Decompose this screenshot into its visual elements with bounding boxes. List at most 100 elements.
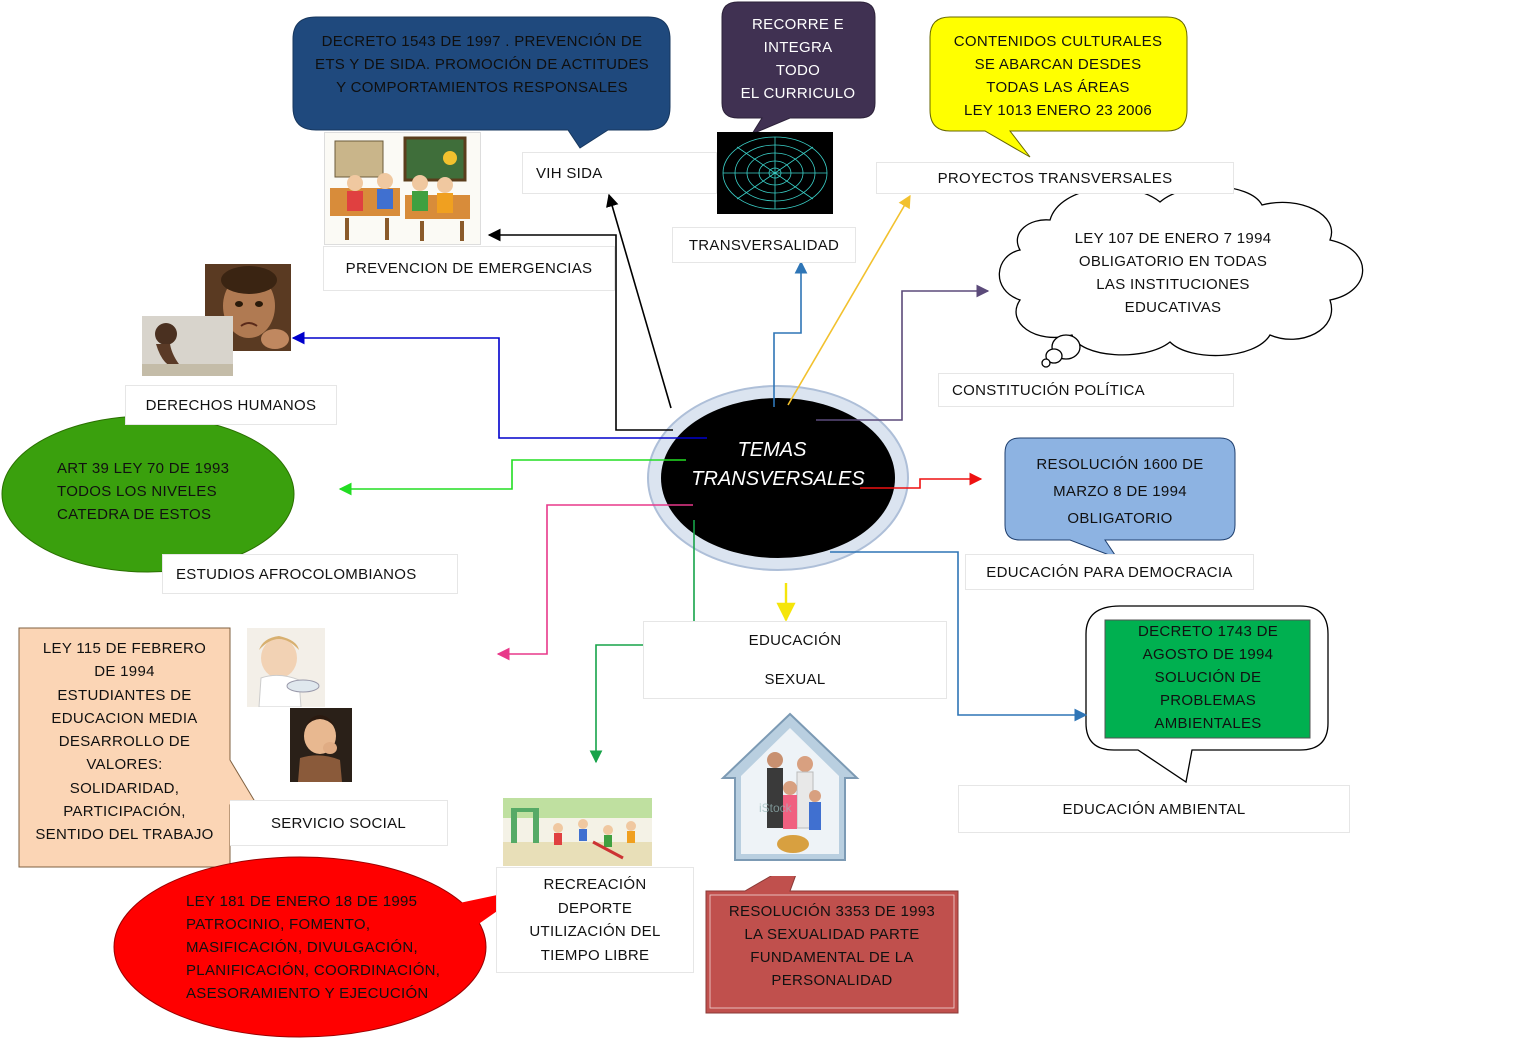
topic-educacion-sexual-line2: SEXUAL	[764, 671, 826, 688]
decreto1743-line-1: DECRETO 1743 DE	[1137, 623, 1279, 640]
callout-res3353-shape	[705, 856, 959, 1014]
ley115-line-6: VALORES:	[86, 756, 163, 774]
spiral-network-image	[717, 132, 833, 214]
central-ellipse	[661, 398, 895, 558]
connector-ambiental	[830, 551, 1088, 722]
callout-decreto1543-text: DECRETO 1543 DE 1997 . PREVENCIÓN DE ETS…	[300, 30, 664, 99]
res1600-line-2: MARZO 8 DE 1994	[1053, 483, 1187, 500]
connector-constitucion	[816, 284, 990, 421]
ley115-line-7: SOLIDARIDAD,	[69, 779, 180, 797]
callout-ley115-text: LEY 115 DE FEBRERO DE 1994 ESTUDIANTES D…	[22, 637, 227, 847]
malnourished-child-image	[142, 316, 233, 376]
contenidos-line-2: SE ABARCAN DESDES	[974, 56, 1142, 73]
topic-prevencion-emergencias: PREVENCION DE EMERGENCIAS	[323, 246, 615, 291]
contenidos-line-1: CONTENIDOS CULTURALES	[953, 33, 1163, 50]
topic-servicio-social: SERVICIO SOCIAL	[230, 800, 448, 846]
ley115-line-9: SENTIDO DEL TRABAJO	[35, 826, 214, 844]
recorre-line-1: RECORRE E	[752, 16, 844, 33]
res3353-line-4: PERSONALIDAD	[771, 972, 893, 989]
res3353-inner-frame	[709, 894, 955, 1009]
central-title-line2: TRANSVERSALES	[691, 468, 865, 490]
decreto1543-line-2: ETS Y DE SIDA. PROMOCIÓN DE ACTITUDES	[315, 56, 649, 73]
contenidos-line-4: LEY 1013 ENERO 23 2006	[963, 102, 1153, 119]
crying-child-image	[205, 264, 291, 351]
callout-contenidos-shape	[929, 16, 1188, 158]
ley115-line-2: DE 1994	[94, 663, 155, 681]
connector-proyectos	[787, 194, 911, 406]
res3353-line-2: LA SEXUALIDAD PARTE	[744, 926, 920, 943]
topic-estudios-afrocolombianos: ESTUDIOS AFROCOLOMBIANOS	[162, 554, 458, 594]
decreto1543-line-3: Y COMPORTAMIENTOS RESPONSALES	[336, 79, 628, 96]
callout-recorre-shape	[721, 1, 876, 136]
topic-educacion-ambiental: EDUCACIÓN AMBIENTAL	[958, 785, 1350, 833]
callout-res1600-shape	[1004, 437, 1236, 560]
recorre-line-3: TODO	[775, 62, 821, 79]
ley115-line-1: LEY 115 DE FEBRERO	[42, 640, 207, 657]
recreacion-line-3: UTILIZACIÓN DEL	[529, 923, 661, 940]
art39-line-2: TODOS LOS NIVELES	[57, 483, 217, 500]
connector-vih	[606, 193, 672, 409]
classroom-image	[324, 132, 481, 245]
connector-afro	[338, 459, 686, 496]
res1600-line-1: RESOLUCIÓN 1600 DE	[1036, 456, 1204, 473]
recorre-line-4: EL CURRICULO	[740, 85, 856, 102]
topic-educacion-sexual-line1: EDUCACIÓN	[748, 632, 842, 649]
ley107-line-3: LAS INSTITUCIONES	[1096, 276, 1250, 293]
callout-ley181-text: LEY 181 DE ENERO 18 DE 1995 PATROCINIO, …	[186, 890, 466, 1005]
thinking-baby-image	[290, 708, 352, 782]
callout-contenidos-text: CONTENIDOS CULTURALES SE ABARCAN DESDES …	[932, 30, 1184, 122]
recreacion-line-4: TIEMPO LIBRE	[540, 946, 650, 964]
ley115-line-4: EDUCACION MEDIA	[51, 709, 198, 727]
playground-image	[503, 798, 652, 866]
decreto1543-line-1: DECRETO 1543 DE 1997 . PREVENCIÓN DE	[321, 33, 643, 50]
connector-derechos	[291, 331, 707, 439]
decreto1743-line-5: AMBIENTALES	[1154, 715, 1262, 732]
callout-decreto1543-shape	[292, 16, 671, 149]
connector-democracia	[860, 472, 983, 489]
art39-line-3: CATEDRA DE ESTOS	[57, 506, 212, 523]
recreacion-line-2: DEPORTE	[557, 899, 633, 917]
ley181-line-2: PATROCINIO, FOMENTO,	[186, 916, 371, 933]
ley181-line-4: PLANIFICACIÓN, COORDINACIÓN,	[186, 962, 441, 979]
callout-res3353-text: RESOLUCIÓN 3353 DE 1993 LA SEXUALIDAD PA…	[710, 900, 954, 992]
topic-recreacion: RECREACIÓN DEPORTE UTILIZACIÓN DEL TIEMP…	[496, 867, 694, 973]
central-title: TEMAS TRANSVERSALES	[661, 436, 895, 494]
decreto1743-line-3: SOLUCIÓN DE	[1154, 669, 1262, 686]
central-title-line1: TEMAS	[737, 439, 807, 461]
res3353-line-1: RESOLUCIÓN 3353 DE 1993	[728, 903, 936, 920]
res1600-line-3: OBLIGATORIO	[1067, 510, 1173, 527]
callout-decreto1743-text: DECRETO 1743 DE AGOSTO DE 1994 SOLUCIÓN …	[1108, 620, 1308, 735]
ley181-line-5: ASESORAMIENTO Y EJECUCIÓN	[186, 985, 429, 1002]
ley107-line-2: OBLIGATORIO EN TODAS	[1078, 253, 1268, 270]
ley181-line-3: MASIFICACIÓN, DIVULGACIÓN,	[186, 939, 418, 956]
callout-ley107-text: LEY 107 DE ENERO 7 1994 OBLIGATORIO EN T…	[1040, 227, 1306, 319]
ley115-line-8: PARTICIPACIÓN,	[63, 803, 186, 821]
topic-educacion-sexual: EDUCACIÓN SEXUAL	[643, 621, 947, 699]
callout-ley181-ellipse	[113, 856, 487, 1038]
topic-constitucion-politica: CONSTITUCIÓN POLÍTICA	[938, 373, 1234, 407]
decreto1743-line-4: PROBLEMAS	[1159, 692, 1257, 709]
recreacion-line-1: RECREACIÓN	[543, 876, 647, 893]
topic-educacion-democracia: EDUCACIÓN PARA DEMOCRACIA	[965, 554, 1254, 590]
svg-text:iStock: iStock	[759, 801, 793, 815]
decreto1743-inner-box	[1104, 619, 1311, 739]
ley181-line-1: LEY 181 DE ENERO 18 DE 1995	[186, 893, 418, 910]
decreto1743-line-2: AGOSTO DE 1994	[1142, 646, 1274, 663]
ley107-line-4: EDUCATIVAS	[1124, 299, 1222, 316]
topic-vih-sida: VIH SIDA	[522, 152, 717, 194]
topic-derechos-humanos: DERECHOS HUMANOS	[125, 385, 337, 425]
connector-prevencion	[487, 228, 673, 431]
ley115-line-5: DESARROLLO DE	[58, 733, 191, 751]
ley115-line-3: ESTUDIANTES DE	[57, 686, 192, 704]
topic-transversalidad: TRANSVERSALIDAD	[672, 227, 856, 263]
topic-proyectos-transversales: PROYECTOS TRANSVERSALES	[876, 162, 1234, 194]
contenidos-line-3: TODAS LAS ÁREAS	[986, 79, 1130, 96]
connector-transversalidad	[773, 260, 808, 407]
connector-social	[496, 504, 693, 661]
child-eating-image	[247, 628, 325, 707]
recorre-line-2: INTEGRA	[763, 39, 833, 56]
callout-recorre-text: RECORRE E INTEGRA TODO EL CURRICULO	[724, 13, 872, 105]
callout-art39-text: ART 39 LEY 70 DE 1993 TODOS LOS NIVELES …	[57, 457, 267, 526]
callout-ley107-cloud	[998, 185, 1364, 368]
callout-res1600-text: RESOLUCIÓN 1600 DE MARZO 8 DE 1994 OBLIG…	[1010, 451, 1230, 532]
